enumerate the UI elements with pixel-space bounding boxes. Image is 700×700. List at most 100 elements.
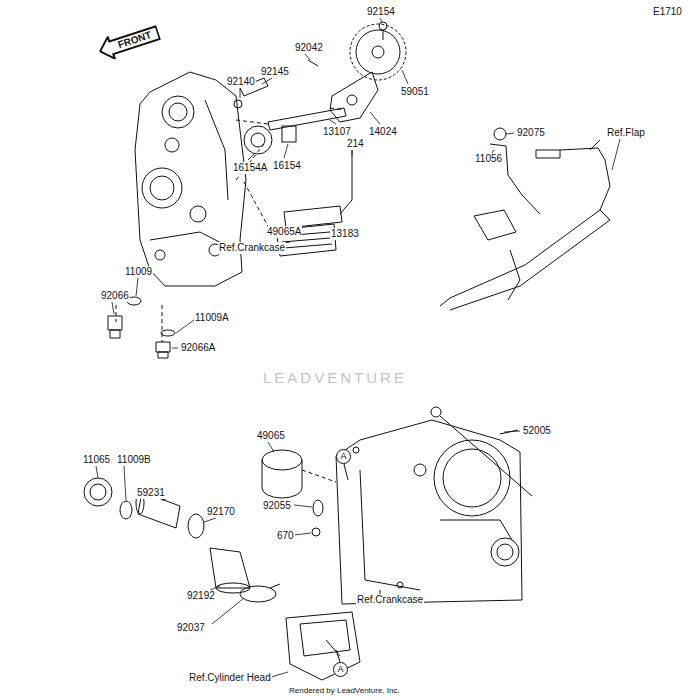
cylinder-head-cover bbox=[286, 612, 360, 680]
leader-line-shape bbox=[176, 320, 194, 333]
pump-parts-shape bbox=[282, 126, 296, 142]
reference-line-shape bbox=[344, 464, 348, 480]
leader-line bbox=[96, 14, 620, 678]
crankcase-half-shape bbox=[440, 520, 512, 540]
bolt-washer-shape bbox=[156, 342, 170, 352]
callout-number: 11056 bbox=[474, 153, 503, 165]
crankcase-half-shape bbox=[336, 420, 522, 604]
oil-filter-shape bbox=[262, 450, 302, 470]
crankcase-half-shape bbox=[491, 538, 519, 566]
crankcase-half-shape bbox=[205, 100, 228, 200]
hose-parts-shape bbox=[240, 586, 276, 602]
leader-line-shape bbox=[402, 70, 408, 84]
crankcase-half-shape bbox=[353, 447, 359, 453]
leader-line-shape bbox=[124, 466, 126, 500]
guide-line bbox=[116, 108, 344, 342]
crankcase-half-shape bbox=[142, 168, 182, 208]
oil-filter-shape bbox=[302, 470, 336, 482]
leader-line-shape bbox=[248, 154, 254, 160]
hose-parts-shape bbox=[270, 584, 280, 588]
callout-number: 14024 bbox=[368, 126, 398, 138]
crankcase-half-shape bbox=[150, 232, 225, 245]
flap-bracket-shape bbox=[508, 250, 520, 300]
pump-parts-shape bbox=[383, 30, 384, 40]
reference-label: Ref.Crankcase bbox=[356, 594, 424, 606]
leader-line-shape bbox=[162, 499, 166, 500]
pump-parts-shape bbox=[347, 95, 357, 105]
flap-bracket bbox=[440, 128, 610, 310]
reference-label: Ref.Cylinder Head bbox=[188, 672, 272, 684]
bolt-washer bbox=[108, 297, 175, 358]
callout-number: 92037 bbox=[176, 622, 206, 634]
callout-number: 11009B bbox=[116, 454, 152, 466]
callout-number: 49065 bbox=[256, 430, 286, 442]
guide-line-shape bbox=[330, 108, 344, 110]
pump-parts-shape bbox=[356, 30, 400, 74]
leader-line-shape bbox=[212, 598, 244, 624]
crankcase-half-shape bbox=[162, 96, 194, 128]
callout-number: 13183 bbox=[330, 228, 360, 240]
oil-filter-shape bbox=[312, 528, 320, 536]
leader-line-shape bbox=[240, 88, 241, 98]
leader-line-shape bbox=[284, 144, 288, 158]
callout-number: 92066 bbox=[100, 290, 130, 302]
diagram-code: E1710 bbox=[652, 6, 683, 18]
leader-line-shape bbox=[204, 518, 216, 522]
callout-number: 16154 bbox=[272, 160, 302, 172]
bolt-washer-shape bbox=[108, 316, 122, 330]
callout-number: 670 bbox=[276, 530, 295, 542]
leader-line-shape bbox=[370, 112, 380, 124]
reference-label: Ref.Flap bbox=[606, 127, 646, 139]
leader-line-shape bbox=[172, 348, 178, 349]
hose-parts-shape bbox=[188, 514, 204, 538]
hose-parts-shape bbox=[84, 478, 112, 506]
pump-parts-shape bbox=[350, 24, 406, 80]
callout-number: 92145 bbox=[260, 66, 290, 78]
oil-strainer-shape bbox=[284, 206, 342, 228]
dipstick-shape bbox=[431, 407, 441, 417]
leader-line-shape bbox=[136, 278, 138, 296]
leader-line-shape bbox=[112, 302, 114, 314]
crankcase-half-shape bbox=[443, 449, 501, 507]
leader-line-shape bbox=[305, 54, 310, 60]
reference-letter: A bbox=[337, 664, 343, 674]
arrow-outline-path bbox=[97, 22, 162, 62]
crankcase-half bbox=[336, 420, 522, 604]
crankcase-half-shape bbox=[169, 103, 187, 121]
guide-line-shape bbox=[244, 182, 270, 230]
leader-line-shape bbox=[330, 120, 336, 124]
callout-number: 11009 bbox=[124, 266, 153, 278]
callout-number: 11009A bbox=[194, 312, 230, 324]
callout-number: 59051 bbox=[400, 86, 430, 98]
callout-number: 59231 bbox=[136, 487, 166, 499]
guide-line-shape bbox=[116, 305, 117, 322]
crankcase-half-shape bbox=[190, 206, 206, 222]
pump-parts-shape bbox=[330, 72, 378, 122]
crankcase-half-shape bbox=[397, 582, 403, 588]
guide-line-shape bbox=[162, 305, 163, 342]
crankcase-half-shape bbox=[165, 138, 179, 152]
crankcase-half-shape bbox=[434, 440, 510, 516]
bolt-washer-shape bbox=[110, 330, 120, 338]
guide-line-shape bbox=[236, 120, 268, 124]
pump-parts-shape bbox=[234, 100, 242, 108]
callout-number: 214 bbox=[346, 138, 365, 150]
pump-parts bbox=[234, 22, 406, 154]
cylinder-head-cover-shape bbox=[286, 612, 360, 680]
hose-parts-shape bbox=[90, 484, 106, 500]
flap-bracket-shape bbox=[474, 210, 516, 240]
watermark: LEADVENTURE bbox=[262, 372, 408, 384]
callout-number: 92154 bbox=[366, 6, 396, 18]
pump-parts-shape bbox=[372, 46, 384, 58]
dipstick-shape bbox=[440, 416, 532, 496]
callout-number: 11065 bbox=[82, 454, 111, 466]
callout-number: 52005 bbox=[522, 425, 552, 437]
leader-line-shape bbox=[352, 150, 353, 156]
reference-label: Ref.Crankcase bbox=[218, 242, 286, 254]
reference-line-shape bbox=[336, 650, 340, 662]
oil-filter bbox=[262, 450, 336, 536]
reference-circle: A bbox=[333, 662, 348, 677]
callout-number: 92075 bbox=[516, 127, 546, 139]
dipstick bbox=[431, 407, 532, 496]
